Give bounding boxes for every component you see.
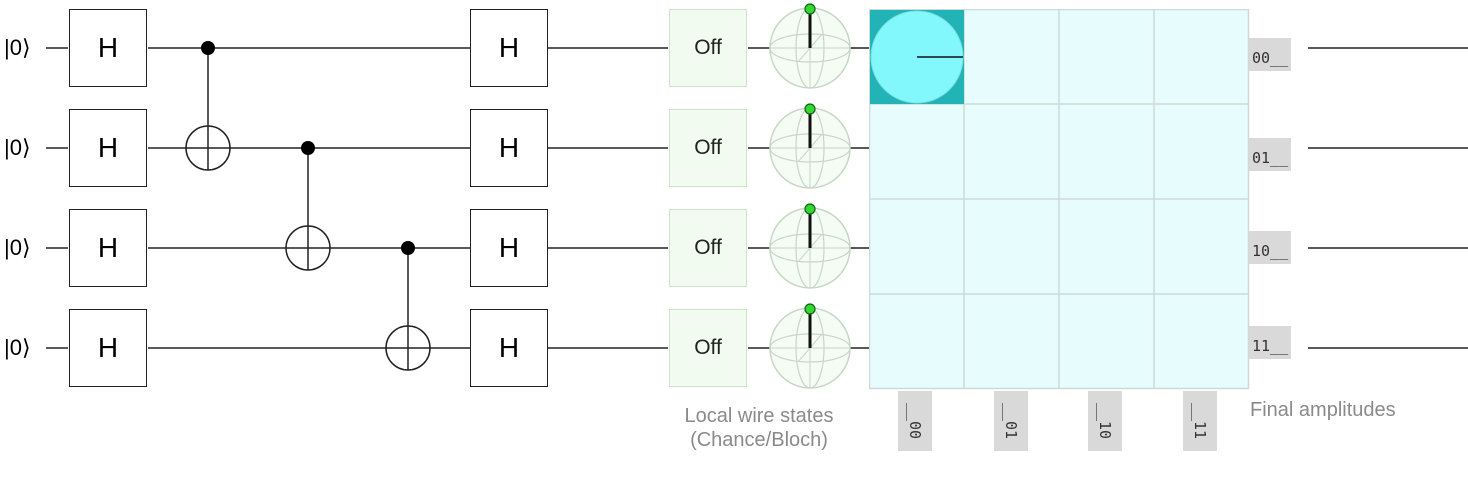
hadamard-gate[interactable]: H xyxy=(69,209,147,287)
row-label: 11__ xyxy=(1249,326,1292,359)
cnot-gate[interactable] xyxy=(385,241,431,371)
caption-line: (Chance/Bloch) xyxy=(690,429,828,451)
hadamard-gate[interactable]: H xyxy=(69,9,147,87)
cnot-gate[interactable] xyxy=(185,41,231,171)
input-ket-2: |0⟩ xyxy=(4,235,31,260)
column-label: __01 xyxy=(994,391,1028,451)
control-dot[interactable] xyxy=(301,141,315,155)
row-label: 01__ xyxy=(1249,138,1292,171)
column-label: __10 xyxy=(1088,391,1122,451)
caption-line: Local wire states xyxy=(684,405,834,427)
hadamard-gate[interactable]: H xyxy=(470,109,548,187)
hadamard-gate[interactable]: H xyxy=(470,9,548,87)
bloch-sphere-column xyxy=(768,2,852,390)
control-dot[interactable] xyxy=(201,41,215,55)
chance-display[interactable]: Off xyxy=(669,309,747,387)
input-ket-0: |0⟩ xyxy=(4,35,31,60)
bloch-sphere[interactable] xyxy=(768,102,852,190)
local-wire-states-caption: Local wire states (Chance/Bloch) xyxy=(655,404,863,452)
control-dot[interactable] xyxy=(401,241,415,255)
bloch-sphere[interactable] xyxy=(768,302,852,390)
hadamard-gate[interactable]: H xyxy=(69,309,147,387)
column-label: __11 xyxy=(1183,391,1217,451)
chance-display[interactable]: Off xyxy=(669,9,747,87)
hadamard-gate[interactable]: H xyxy=(69,109,147,187)
row-label: 10__ xyxy=(1249,231,1292,264)
chance-display[interactable]: Off xyxy=(669,209,747,287)
chance-display[interactable]: Off xyxy=(669,109,747,187)
hadamard-gate[interactable]: H xyxy=(470,209,548,287)
bloch-sphere[interactable] xyxy=(768,202,852,290)
input-ket-3: |0⟩ xyxy=(4,335,31,360)
column-label: __00 xyxy=(898,391,932,451)
amplitude-cell-00[interactable] xyxy=(870,10,964,104)
hadamard-gate[interactable]: H xyxy=(470,309,548,387)
final-amplitudes-caption: Final amplitudes xyxy=(1250,399,1396,421)
amplitude-grid[interactable] xyxy=(869,9,1251,391)
bloch-sphere[interactable] xyxy=(768,2,852,90)
input-ket-1: |0⟩ xyxy=(4,135,31,160)
row-label: 00__ xyxy=(1249,38,1292,71)
cnot-gate[interactable] xyxy=(285,141,331,271)
